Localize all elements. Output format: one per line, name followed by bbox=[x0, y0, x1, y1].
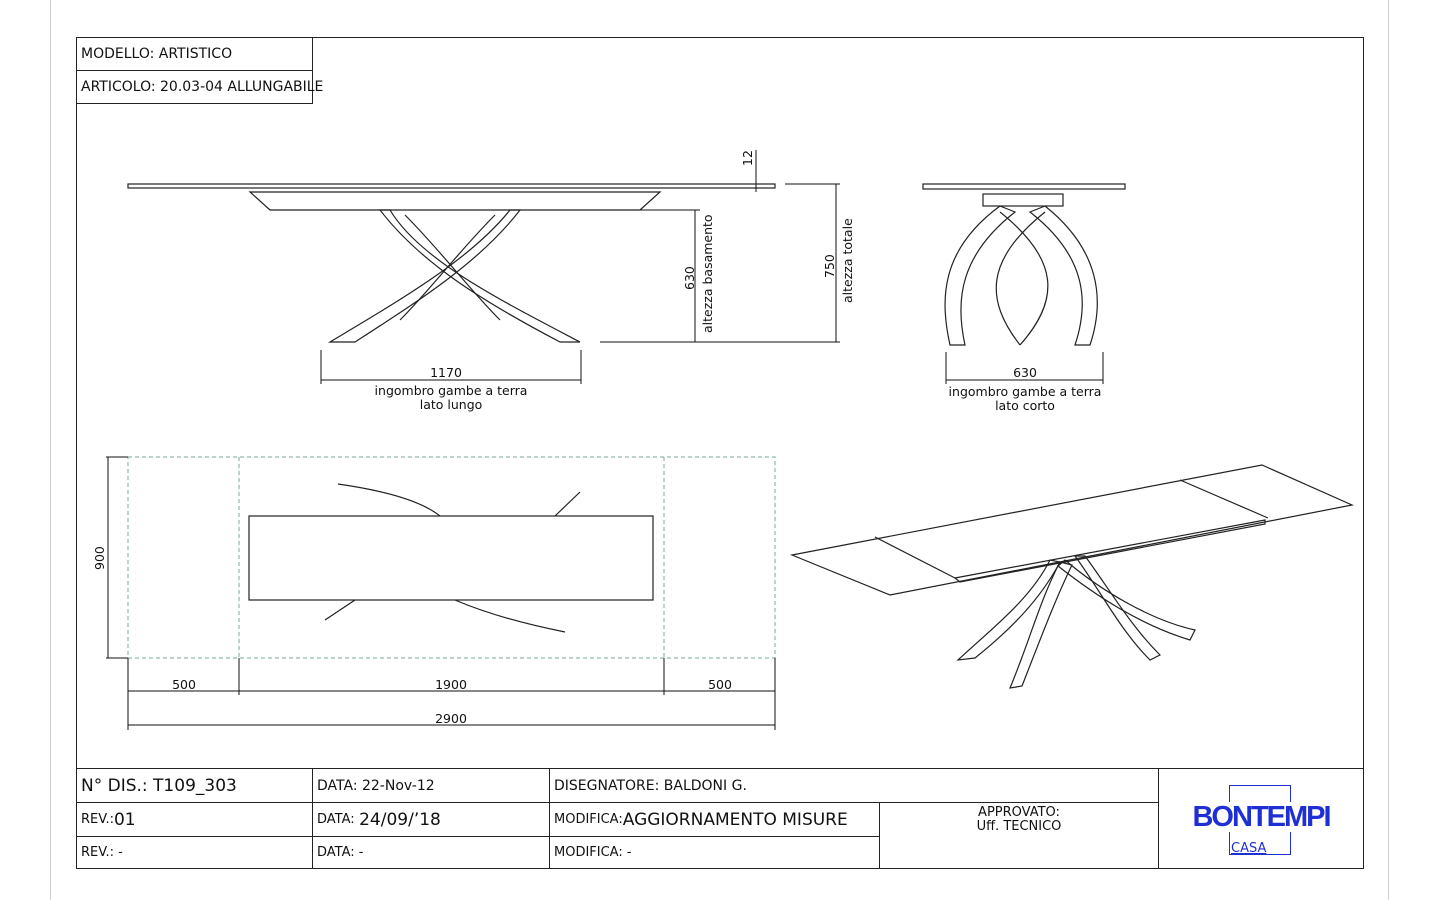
side-view: 12 630 altezza basamento 750 altezza tot… bbox=[127, 150, 855, 412]
dim-base-label: altezza basamento bbox=[700, 214, 715, 333]
dis-no-cell: N° DIS.: T109_303 bbox=[76, 768, 313, 803]
rev2: REV.: - bbox=[81, 845, 123, 860]
dim-ext-right: 500 bbox=[708, 677, 732, 692]
tabletop-end bbox=[922, 183, 1126, 190]
end-view: 630 ingombro gambe a terra lato corto bbox=[922, 183, 1126, 413]
data2-label: DATA: bbox=[317, 812, 355, 827]
dim-total-length: 2900 bbox=[435, 711, 467, 726]
leg-side-2 bbox=[327, 209, 522, 343]
rev1-label: REV.: bbox=[81, 812, 114, 827]
data3: DATA: - bbox=[317, 845, 364, 860]
modifica1-value: AGGIORNAMENTO MISURE bbox=[622, 809, 848, 830]
modello-label: MODELLO: ARTISTICO bbox=[81, 46, 233, 62]
page-edge-right bbox=[1388, 0, 1389, 900]
dim-base-value: 630 bbox=[682, 266, 697, 290]
tabletop-side bbox=[127, 183, 776, 189]
logo-sub: CASA bbox=[1231, 841, 1267, 856]
modifica1-label: MODIFICA: bbox=[554, 812, 623, 827]
leg-end-2 bbox=[1028, 205, 1098, 346]
leg-end-1 bbox=[944, 205, 1017, 346]
dim-legs-short-value: 630 bbox=[1013, 365, 1037, 380]
modifica2: MODIFICA: - bbox=[554, 845, 632, 860]
approvato-label: APPROVATO: bbox=[978, 805, 1060, 820]
rev1-value: 01 bbox=[113, 809, 136, 830]
modifica2-cell: MODIFICA: - bbox=[549, 836, 880, 869]
approvato-cell: APPROVATO:Uff. TECNICO bbox=[879, 802, 1159, 869]
frame-plan bbox=[248, 515, 654, 601]
tabletop-perspective bbox=[789, 464, 1354, 596]
data1-cell: DATA: 22-Nov-12 bbox=[312, 768, 550, 803]
rev1-cell: REV.:01 bbox=[76, 802, 313, 837]
dim-top-thickness: 12 bbox=[740, 150, 755, 166]
perspective-view bbox=[789, 464, 1354, 689]
dim-legs-long-label: ingombro gambe a terra bbox=[375, 383, 528, 398]
dim-legs-long-sublabel: lato lungo bbox=[420, 397, 483, 412]
leg-side-1 bbox=[378, 209, 581, 343]
bontempi-logo: BONTEMPI CASA bbox=[1158, 768, 1364, 869]
dim-legs-short-sublabel: lato corto bbox=[995, 398, 1055, 413]
plan-view: 900 500 1900 500 2900 bbox=[92, 456, 776, 730]
page-edge-left bbox=[50, 0, 51, 900]
logo-brand: BONTEMPI bbox=[1192, 801, 1332, 833]
dim-center: 1900 bbox=[435, 677, 467, 692]
dim-legs-short-label: ingombro gambe a terra bbox=[949, 384, 1102, 399]
disegnatore-cell: DISEGNATORE: BALDONI G. bbox=[549, 768, 1159, 803]
data3-cell: DATA: - bbox=[312, 836, 550, 869]
frame-side bbox=[248, 191, 662, 211]
data2-value: 24/09/’18 bbox=[359, 809, 441, 830]
articolo-cell: ARTICOLO: 20.03-04 ALLUNGABILE bbox=[76, 70, 323, 104]
dim-depth: 900 bbox=[92, 546, 107, 570]
articolo-label: ARTICOLO: 20.03-04 ALLUNGABILE bbox=[81, 79, 324, 95]
dim-ext-left: 500 bbox=[172, 677, 196, 692]
dim-total-label: altezza totale bbox=[840, 218, 855, 303]
designer: DISEGNATORE: BALDONI G. bbox=[554, 777, 747, 794]
modifica1-cell: MODIFICA:AGGIORNAMENTO MISURE bbox=[549, 802, 880, 837]
drawing-number: N° DIS.: T109_303 bbox=[81, 775, 237, 796]
rev2-cell: REV.: - bbox=[76, 836, 313, 869]
data2-cell: DATA: 24/09/’18 bbox=[312, 802, 550, 837]
dim-total-value: 750 bbox=[822, 254, 837, 278]
approvato-value: Uff. TECNICO bbox=[976, 819, 1062, 834]
date-created: DATA: 22-Nov-12 bbox=[317, 777, 435, 794]
dim-legs-long-value: 1170 bbox=[430, 365, 462, 380]
